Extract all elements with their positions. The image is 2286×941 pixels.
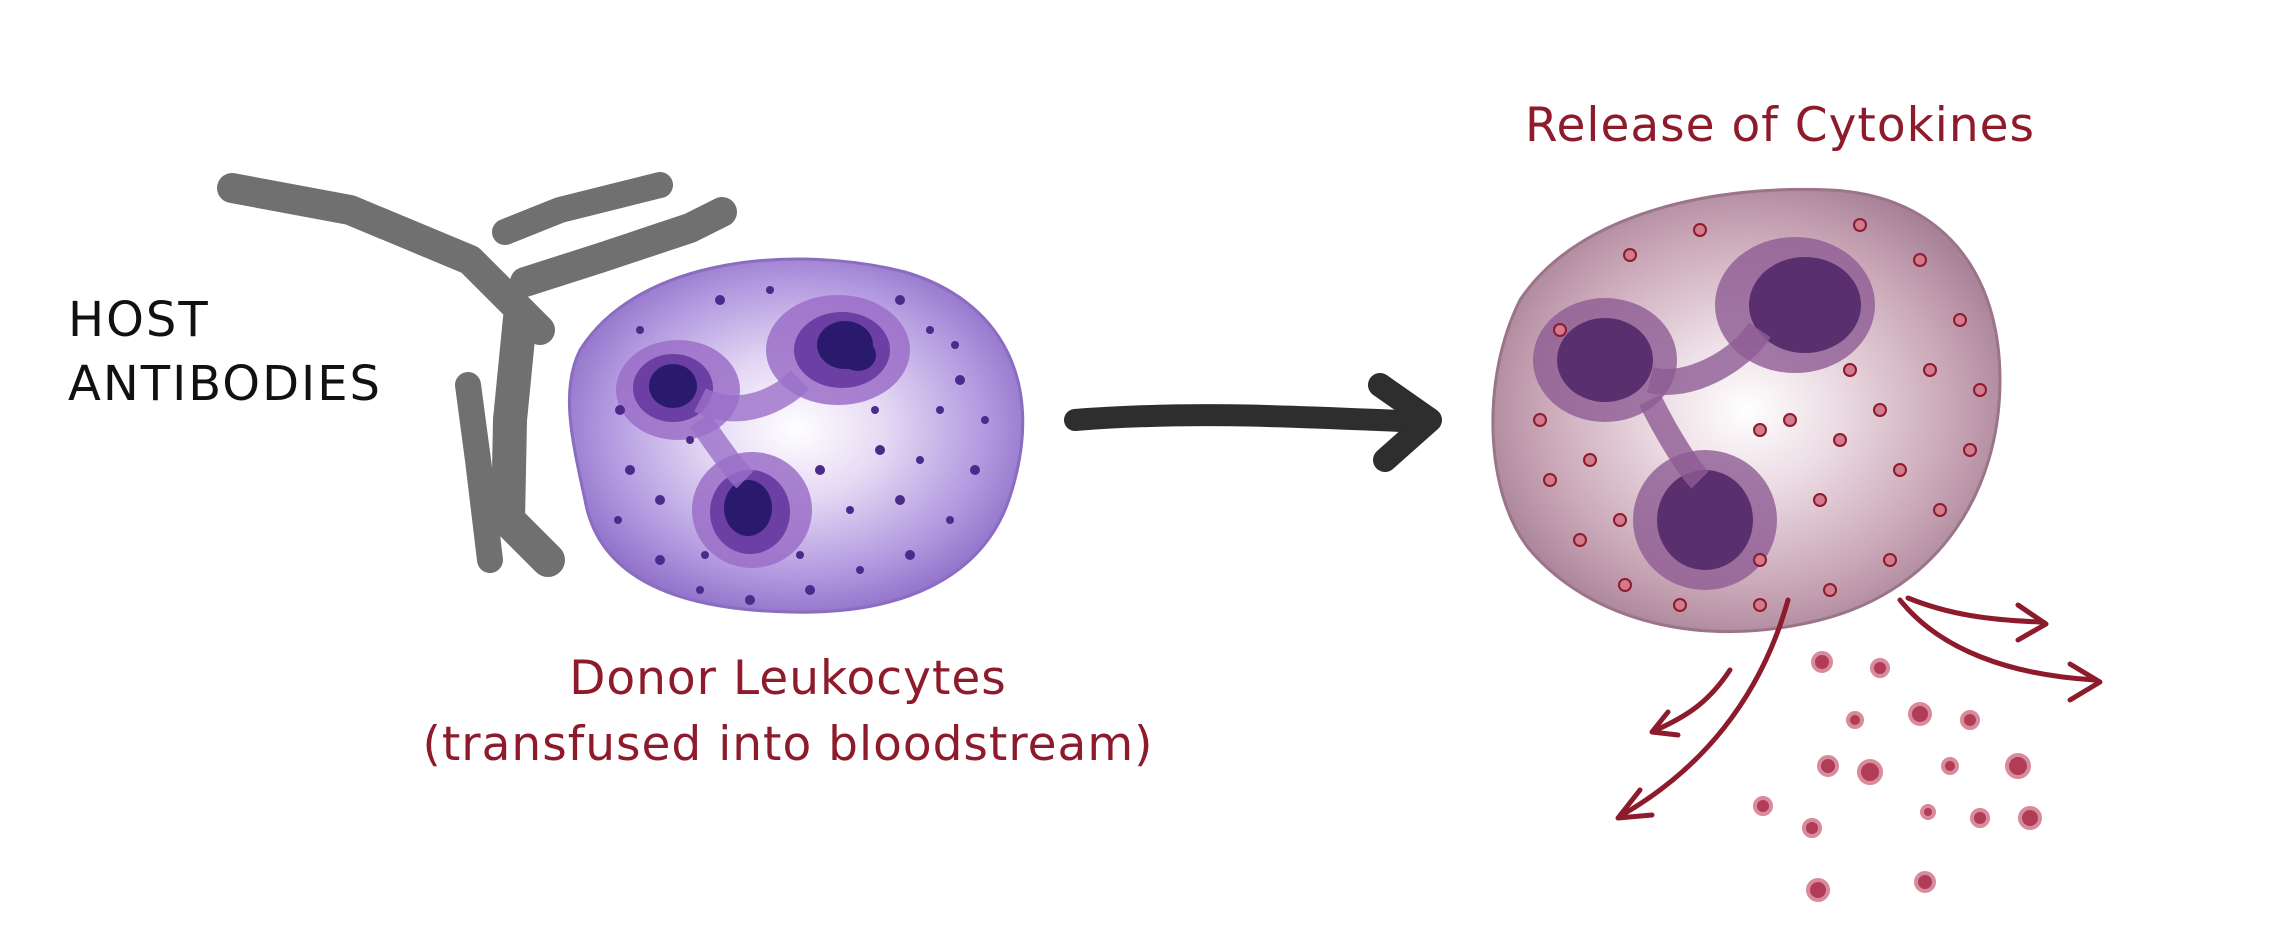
- donor-label-line2: (transfused into bloodstream): [422, 717, 1154, 772]
- host-antibody: [217, 172, 737, 577]
- release-arrows: [1615, 595, 2103, 821]
- process-arrow: [1064, 373, 1442, 472]
- host-antibodies-line2: ANTIBODIES: [68, 356, 382, 412]
- donor-granules: [614, 286, 989, 605]
- donor-leukocytes-label: Donor Leukocytes (transfused into bloods…: [388, 646, 1188, 778]
- donor-label-line1: Donor Leukocytes: [569, 651, 1007, 706]
- activated-leukocyte: [1491, 187, 2002, 634]
- released-cytokines: [1753, 651, 2042, 902]
- activated-granules: [1533, 218, 1987, 612]
- host-antibodies-line1: HOST: [68, 292, 210, 348]
- donor-leukocyte: [567, 257, 1025, 614]
- donor-nucleus: [616, 295, 910, 568]
- host-antibodies-label: HOST ANTIBODIES: [68, 288, 382, 416]
- activated-nucleus: [1533, 237, 1875, 590]
- release-of-cytokines-label: Release of Cytokines: [1524, 98, 2036, 153]
